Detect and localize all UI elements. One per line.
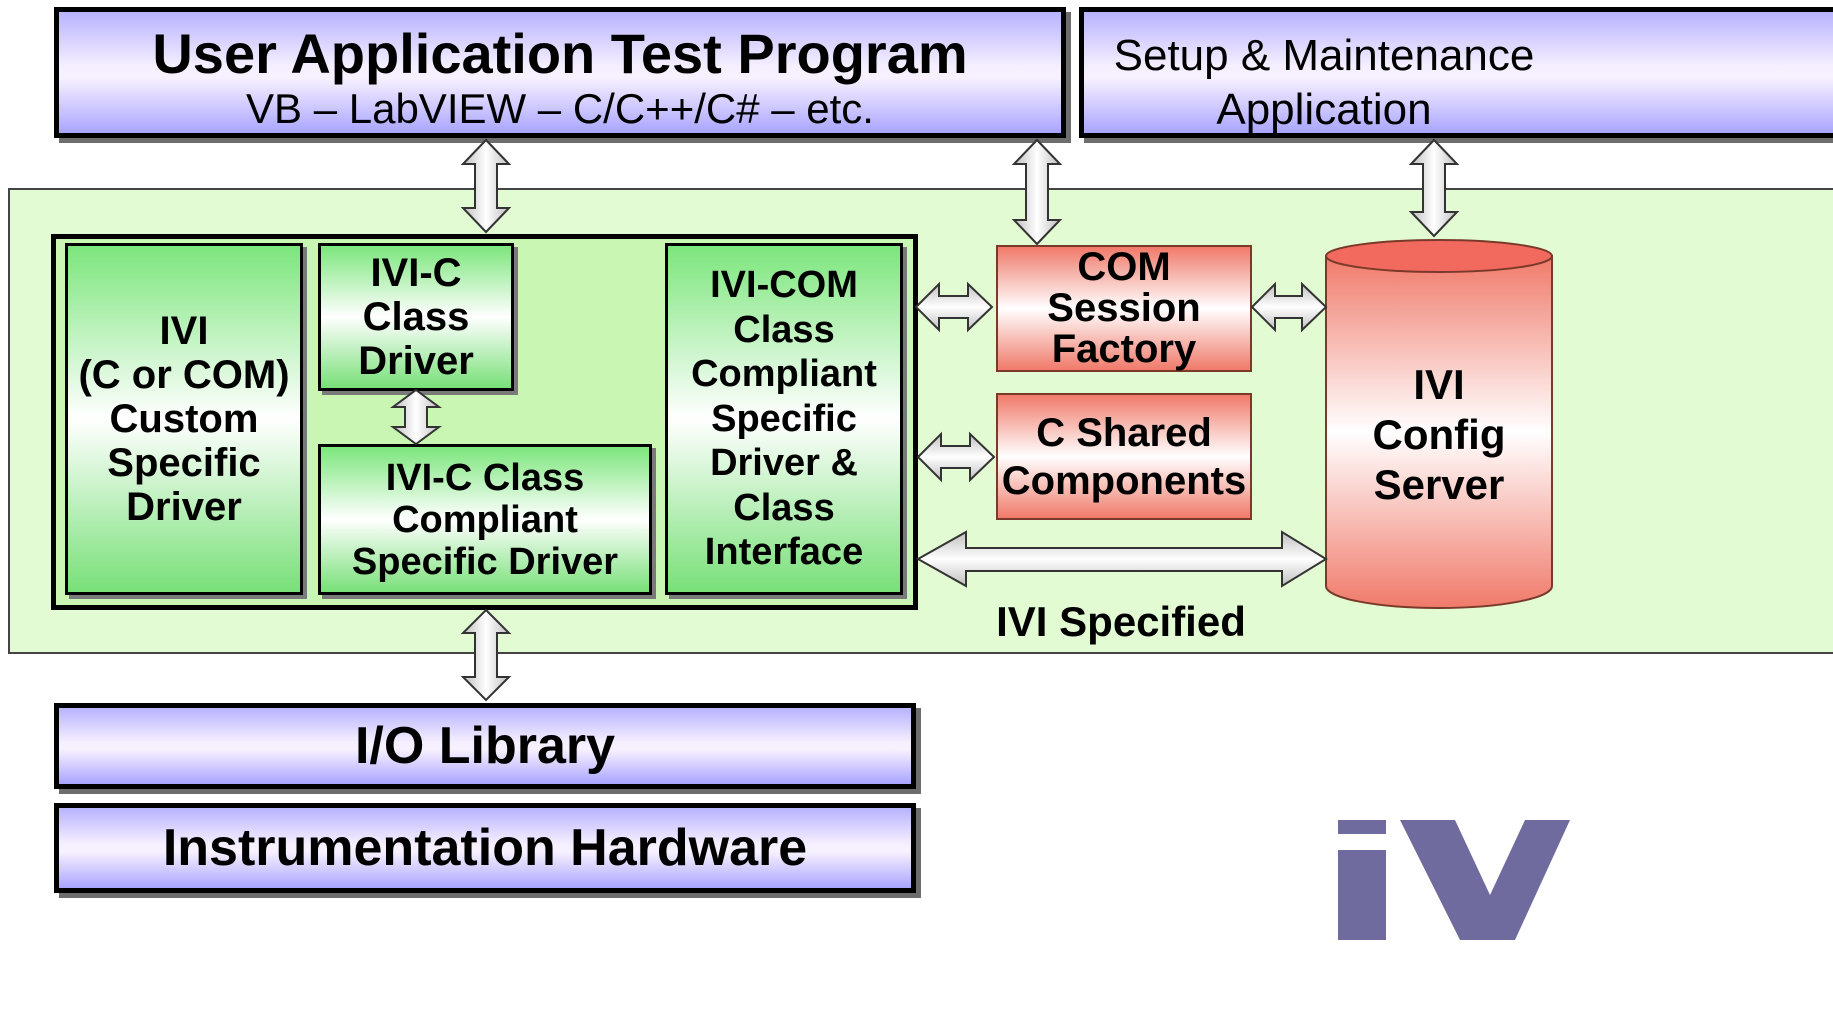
ivic-class-driver: IVI-C Class Driver bbox=[318, 243, 514, 391]
custom-specific-driver: IVI (C or COM) Custom Specific Driver bbox=[65, 243, 303, 595]
com-session-factory-label: COM Session Factory bbox=[1047, 245, 1201, 371]
setup-maintenance-label: Setup & Maintenance Application bbox=[1113, 31, 1535, 134]
c-shared-components-label: C Shared Components bbox=[1001, 410, 1247, 503]
c-shared-components: C Shared Components bbox=[996, 393, 1252, 520]
ivi-specified-label: IVI Specified bbox=[996, 598, 1246, 645]
hardware-label: Instrumentation Hardware bbox=[162, 819, 808, 877]
arrow-com-to-config bbox=[1250, 281, 1328, 333]
io-library-box: I/O Library bbox=[54, 703, 916, 789]
io-library-label: I/O Library bbox=[354, 717, 616, 775]
hardware-box: Instrumentation Hardware bbox=[54, 803, 916, 893]
config-server-label: IVI Config Server bbox=[1372, 361, 1506, 508]
arrow-class-to-compliant bbox=[389, 388, 443, 446]
arrow-drivers-to-io bbox=[460, 608, 512, 702]
config-server-cylinder bbox=[1325, 239, 1553, 609]
user-application-box: User Application Test Program VB – LabVI… bbox=[54, 7, 1066, 138]
user-application-subtitle: VB – LabVIEW – C/C++/C# – etc. bbox=[246, 85, 874, 132]
arrow-drivers-to-com bbox=[914, 281, 994, 333]
arrow-setup-to-config bbox=[1408, 138, 1460, 238]
ivicom-driver: IVI-COM Class Compliant Specific Driver … bbox=[665, 243, 903, 595]
arrow-app-to-drivers bbox=[460, 138, 512, 234]
config-server-label-wrap: IVI Config Server bbox=[1326, 360, 1552, 510]
arrow-drivers-to-cshared bbox=[916, 431, 996, 483]
ivi-logo bbox=[1338, 820, 1570, 940]
arrow-drivers-to-config bbox=[915, 530, 1328, 588]
arrow-app-to-com bbox=[1011, 138, 1063, 246]
ivic-compliant-driver: IVI-C Class Compliant Specific Driver bbox=[318, 444, 652, 595]
ivic-compliant-driver-label: IVI-C Class Compliant Specific Driver bbox=[351, 456, 619, 583]
com-session-factory: COM Session Factory bbox=[996, 245, 1252, 372]
custom-specific-driver-label: IVI (C or COM) Custom Specific Driver bbox=[78, 309, 290, 529]
setup-maintenance-box: Setup & Maintenance Application bbox=[1079, 7, 1833, 138]
user-application-title: User Application Test Program bbox=[152, 22, 968, 85]
ivicom-driver-label: IVI-COM Class Compliant Specific Driver … bbox=[691, 264, 877, 574]
ivic-class-driver-label: IVI-C Class Driver bbox=[358, 251, 474, 383]
